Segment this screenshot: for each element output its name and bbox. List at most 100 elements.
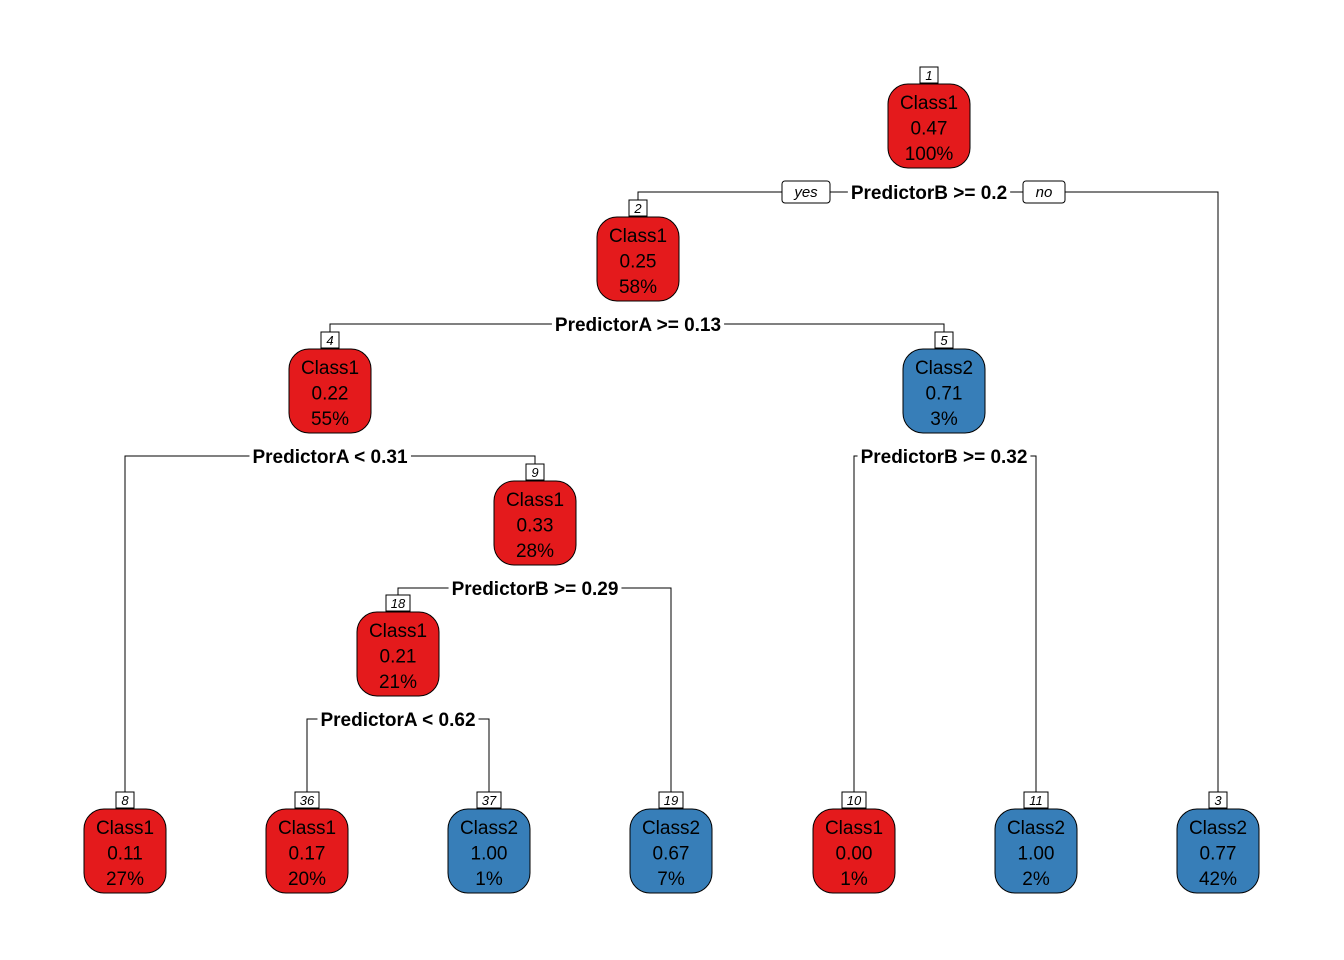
node-box <box>596 216 680 302</box>
node-percentage: 58% <box>619 277 657 298</box>
node-box <box>265 808 349 894</box>
node-id-box <box>919 66 939 84</box>
yes-label: yes <box>793 184 818 201</box>
node-box <box>356 611 440 697</box>
node-id-box <box>525 463 545 481</box>
split-label-node-9: PredictorB >= 0.29 <box>448 579 622 600</box>
edge-4-to-8-9 <box>124 455 536 792</box>
node-percentage: 3% <box>930 409 958 430</box>
split-label-background <box>317 710 479 731</box>
node-id-box <box>1023 791 1049 809</box>
node-box <box>1176 808 1260 894</box>
node-id-box <box>294 791 320 809</box>
node-percentage: 28% <box>516 541 554 562</box>
split-label-node-18: PredictorA < 0.62 <box>317 710 479 731</box>
node-percentage: 55% <box>311 409 349 430</box>
node-class-label: Class2 <box>915 358 973 379</box>
split-condition-text: PredictorA >= 0.13 <box>555 315 721 336</box>
node-id-box <box>658 791 684 809</box>
split-label-node-4: PredictorA < 0.31 <box>249 447 411 468</box>
node-probability: 0.67 <box>653 844 690 865</box>
node-id-box <box>320 331 340 349</box>
node-probability: 1.00 <box>471 844 508 865</box>
node-percentage: 7% <box>657 869 685 890</box>
node-id-box <box>385 594 411 612</box>
node-id-label: 3 <box>1214 793 1222 808</box>
node-probability: 0.77 <box>1200 844 1237 865</box>
split-label-node-5: PredictorB >= 0.32 <box>857 447 1031 468</box>
node-id-label: 19 <box>664 793 678 808</box>
split-label-background <box>249 447 411 468</box>
node-id-label: 36 <box>300 793 315 808</box>
node-class-label: Class2 <box>460 818 518 839</box>
node-id-box <box>841 791 867 809</box>
node-class-label: Class1 <box>825 818 883 839</box>
node-box <box>288 348 372 434</box>
node-class-label: Class2 <box>1189 818 1247 839</box>
node-probability: 0.71 <box>926 384 963 405</box>
node-box <box>83 808 167 894</box>
node-probability: 0.11 <box>107 844 143 865</box>
split-label-background <box>448 579 622 600</box>
node-percentage: 42% <box>1199 869 1237 890</box>
node-probability: 0.25 <box>620 252 657 273</box>
node-id-box <box>628 199 648 217</box>
node-id-label: 37 <box>482 793 497 808</box>
node-class-label: Class2 <box>1007 818 1065 839</box>
node-id-label: 9 <box>531 465 538 480</box>
node-percentage: 2% <box>1022 869 1050 890</box>
node-percentage: 27% <box>106 869 144 890</box>
split-label-background <box>857 447 1031 468</box>
node-class-label: Class1 <box>369 621 427 642</box>
node-probability: 0.33 <box>517 516 554 537</box>
node-percentage: 100% <box>905 144 954 165</box>
no-label: no <box>1036 184 1053 201</box>
node-id-label: 10 <box>847 793 862 808</box>
node-id-label: 4 <box>326 333 333 348</box>
node-percentage: 1% <box>840 869 868 890</box>
node-class-label: Class2 <box>642 818 700 839</box>
split-condition-text: PredictorB >= 0.32 <box>861 447 1028 468</box>
node-id-label: 18 <box>391 596 406 611</box>
node-id-box <box>934 331 954 349</box>
edge-1-to-2-3 <box>637 191 1219 792</box>
node-percentage: 21% <box>379 672 417 693</box>
node-box <box>887 83 971 169</box>
split-label-node-1: PredictorB >= 0.2 <box>847 183 1011 204</box>
split-condition-text: PredictorA < 0.31 <box>252 447 407 468</box>
node-box <box>447 808 531 894</box>
split-label-background <box>551 315 725 336</box>
node-id-label: 1 <box>925 68 932 83</box>
node-class-label: Class1 <box>96 818 154 839</box>
node-class-label: Class1 <box>506 490 564 511</box>
node-probability: 0.00 <box>836 844 873 865</box>
node-class-label: Class1 <box>301 358 359 379</box>
node-id-box <box>476 791 502 809</box>
node-box <box>629 808 713 894</box>
node-probability: 0.17 <box>289 844 326 865</box>
split-condition-text: PredictorB >= 0.2 <box>851 183 1007 204</box>
edge-9-to-18-19 <box>397 587 672 792</box>
node-id-box <box>115 791 135 809</box>
split-condition-text: PredictorA < 0.62 <box>320 710 475 731</box>
node-probability: 0.47 <box>911 119 948 140</box>
split-label-background <box>847 183 1011 204</box>
node-probability: 0.22 <box>312 384 349 405</box>
node-box <box>812 808 896 894</box>
split-label-node-2: PredictorA >= 0.13 <box>551 315 725 336</box>
node-probability: 1.00 <box>1018 844 1055 865</box>
node-box <box>493 480 577 566</box>
node-id-label: 11 <box>1029 793 1043 808</box>
node-id-label: 5 <box>940 333 948 348</box>
